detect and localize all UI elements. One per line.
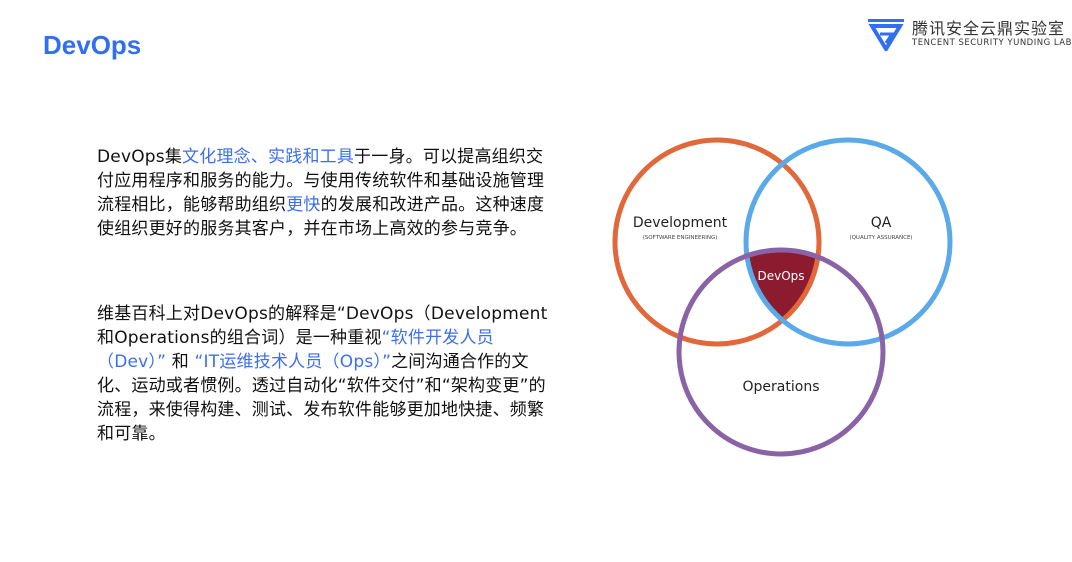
text: 的发展和改进产品。这种速度使组织更好的服务其客户，并在市场上高效的参与竞争。 [97,195,545,239]
development-sublabel: (SOFTWARE ENGINEERING) [643,235,718,241]
text: 和 [171,352,189,372]
logo: 腾讯安全云鼎实验室 TENCENT SECURITY YUNDING LAB [866,17,1072,51]
text: DevOps集 [97,147,183,167]
highlight-text: 文化理念、实践和工具 [182,147,355,167]
page-title: DevOps [43,30,142,60]
wikipedia-paragraph: 维基百科上对DevOps的解释是“DevOps（Development和Oper… [97,302,559,446]
operations-label: Operations [743,379,820,395]
text: 维基百科上对DevOps的解释是“DevOps（Development和Oper… [97,304,548,348]
logo-chinese-name: 腾讯安全云鼎实验室 [912,18,1066,38]
text: 于一身。可以提高组织交付应用程序和服务的能力。与使用传统软件和基础设施管理流程相… [97,147,545,215]
qa-circle [743,137,953,347]
logo-english-name: TENCENT SECURITY YUNDING LAB [912,37,1072,48]
text: 之间沟通合作的文化、运动或者惯例。透过自动化“软件交付”和“架构变更”的流程，来… [97,352,546,444]
yunding-logo-icon [868,19,904,51]
highlight-text: “软件开发人员（Dev）” [97,328,494,372]
development-label: Development [633,215,728,231]
highlight-text: “IT运维技术人员（Ops）” [194,352,392,372]
development-circle [612,137,822,347]
devops-label: DevOps [757,269,804,283]
devops-venn-diagram: Development (SOFTWARE ENGINEERING) QA (Q… [612,137,953,457]
intro-paragraph: DevOps集文化理念、实践和工具于一身。可以提高组织交付应用程序和服务的能力。… [97,145,559,241]
operations-circle [676,247,886,457]
qa-sublabel: (QUALITY ASSURANCE) [849,235,912,241]
highlight-text: 更快 [286,195,321,215]
qa-label: QA [871,215,892,231]
